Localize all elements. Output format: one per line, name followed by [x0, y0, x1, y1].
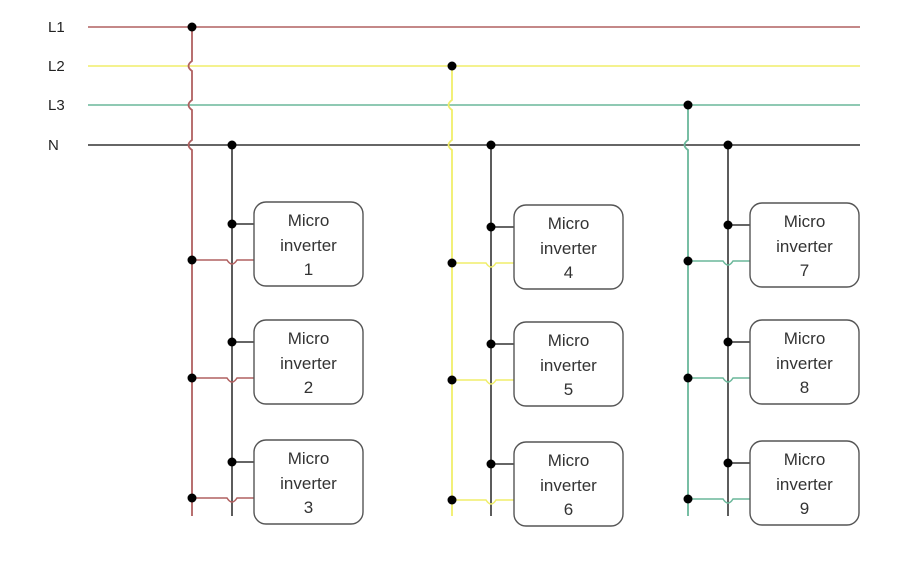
inverter-box [749, 440, 860, 526]
inverter-text-number: 1 [304, 260, 313, 279]
bus-label-n: N [48, 137, 59, 154]
micro-inverter-4: Micro inverter 4 [513, 204, 624, 290]
phase-branch [688, 498, 750, 504]
phase-drop-l1 [187, 27, 193, 516]
inverter-text-number: 3 [304, 498, 313, 517]
junction-dot [683, 100, 693, 110]
inverter-text-line2: inverter [280, 474, 337, 493]
junction-dot [683, 494, 693, 504]
inverter-text-line1: Micro [288, 211, 330, 230]
junction-dot [723, 140, 733, 150]
junction-dot [187, 255, 197, 265]
inverter-text-line2: inverter [280, 236, 337, 255]
junction-dot [486, 339, 496, 349]
inverter-text-line2: inverter [280, 354, 337, 373]
junction-dot [227, 337, 237, 347]
inverter-text-line2: inverter [540, 476, 597, 495]
inverter-text-line1: Micro [548, 451, 590, 470]
phase-drops [187, 22, 750, 516]
inverter-text-line1: Micro [784, 329, 826, 348]
phase-drop-l2 [447, 66, 453, 516]
phase-branch [688, 260, 750, 266]
junction-dot [723, 220, 733, 230]
phase-branch [452, 499, 514, 505]
junction-dot [486, 140, 496, 150]
micro-inverter-2: Micro inverter 2 [253, 319, 364, 405]
junction-dot [486, 459, 496, 469]
inverter-box [513, 441, 624, 527]
inverter-box [749, 319, 860, 405]
junction-dot [723, 337, 733, 347]
inverter-text-line1: Micro [288, 329, 330, 348]
inverter-text-number: 8 [800, 378, 809, 397]
inverter-text-number: 9 [800, 499, 809, 518]
inverter-text-line2: inverter [776, 354, 833, 373]
junction-dot [447, 258, 457, 268]
phase-branch [688, 377, 750, 383]
inverter-text-line2: inverter [540, 239, 597, 258]
micro-inverter-6: Micro inverter 6 [513, 441, 624, 527]
micro-inverter-9: Micro inverter 9 [749, 440, 860, 526]
bus-label-l3: L3 [48, 97, 65, 114]
micro-inverter-7: Micro inverter 7 [749, 202, 860, 288]
phase-drop-l3 [683, 105, 689, 516]
phase-branch [192, 259, 254, 265]
junction-dot [447, 375, 457, 385]
inverter-text-number: 2 [304, 378, 313, 397]
inverter-text-number: 6 [564, 500, 573, 519]
junction-dot [187, 373, 197, 383]
inverter-text-line2: inverter [776, 237, 833, 256]
inverter-box [749, 202, 860, 288]
junction-dot [227, 219, 237, 229]
junction-dot [683, 373, 693, 383]
junction-dot [227, 140, 237, 150]
micro-inverter-5: Micro inverter 5 [513, 321, 624, 407]
inverter-text-line2: inverter [540, 356, 597, 375]
junction-dot [447, 61, 457, 71]
inverter-box [253, 439, 364, 525]
inverter-boxes: Microinverter1Microinverter2Microinverte… [253, 201, 860, 527]
inverter-text-line1: Micro [548, 331, 590, 350]
junction-dot [187, 22, 197, 32]
micro-inverter-1: Micro inverter 1 [253, 201, 364, 287]
inverter-text-line1: Micro [784, 450, 826, 469]
inverter-text-number: 5 [564, 380, 573, 399]
inverter-text-number: 7 [800, 261, 809, 280]
phase-branch [192, 497, 254, 503]
micro-inverter-3: Micro inverter 3 [253, 439, 364, 525]
inverter-text-line1: Micro [784, 212, 826, 231]
inverter-text-number: 4 [564, 263, 573, 282]
junction-dot [723, 458, 733, 468]
junction-dot [187, 493, 197, 503]
junction-dot [683, 256, 693, 266]
junction-dot [227, 457, 237, 467]
phase-branch [452, 379, 514, 385]
inverter-text-line1: Micro [548, 214, 590, 233]
micro-inverter-8: Micro inverter 8 [749, 319, 860, 405]
inverter-box [253, 319, 364, 405]
phase-branch [452, 262, 514, 268]
bus-label-l1: L1 [48, 19, 65, 36]
bus-label-l2: L2 [48, 58, 65, 75]
junction-dot [447, 495, 457, 505]
junction-dot [486, 222, 496, 232]
phase-branch [192, 377, 254, 383]
inverter-box [513, 321, 624, 407]
inverter-box [253, 201, 364, 287]
inverter-box [513, 204, 624, 290]
inverter-text-line2: inverter [776, 475, 833, 494]
inverter-text-line1: Micro [288, 449, 330, 468]
